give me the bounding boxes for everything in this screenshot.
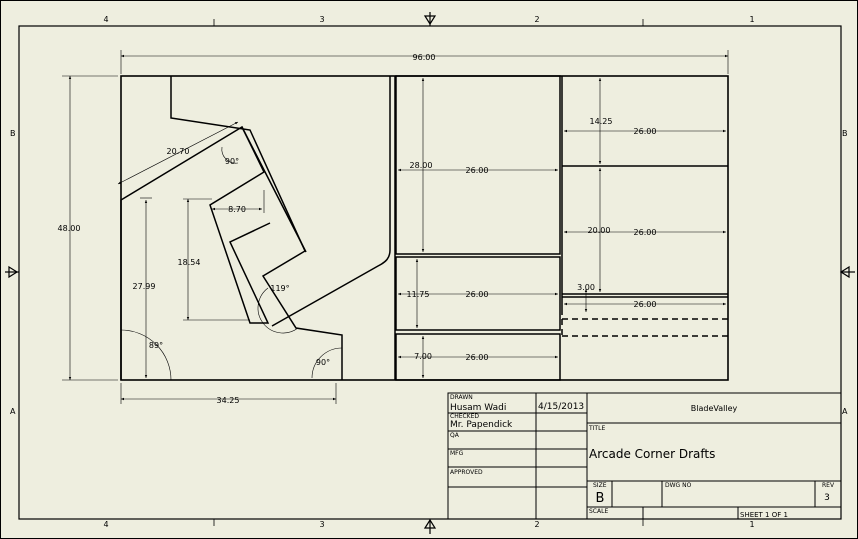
tb-rev-label: REV bbox=[822, 482, 835, 489]
dim-overall-width: 96.00 bbox=[413, 53, 436, 62]
dim-panel-c-width: 26.00 bbox=[466, 353, 489, 362]
tb-checked-by: Mr. Papendick bbox=[450, 420, 513, 430]
side-panel-profile bbox=[120, 76, 391, 380]
dim-panel-c-height: 7.00 bbox=[414, 352, 432, 361]
zone-label-bottom-2: 2 bbox=[534, 520, 539, 529]
tb-drawn-label: DRAWN bbox=[450, 394, 473, 401]
tb-dwg-no-label: DWG NO bbox=[665, 482, 692, 489]
tb-title: Arcade Corner Drafts bbox=[589, 447, 715, 461]
dim-angle-89: 89° bbox=[149, 341, 163, 350]
dim-panel-b-width: 26.00 bbox=[466, 290, 489, 299]
dim-strip-width: 26.00 bbox=[634, 300, 657, 309]
dim-angle-119: 119° bbox=[270, 284, 289, 293]
dim-panel-a-height: 28.00 bbox=[410, 161, 433, 170]
dim-strip-height: 3.00 bbox=[577, 283, 595, 292]
dim-panel-e-height: 20.00 bbox=[588, 226, 611, 235]
drawing-frame bbox=[18, 25, 842, 520]
tb-qa-label: QA bbox=[450, 432, 460, 439]
tb-mfg-label: MFG bbox=[450, 450, 464, 457]
dim-depth: 8.70 bbox=[228, 205, 246, 214]
dimension-lines bbox=[62, 50, 729, 404]
panel-divisions bbox=[394, 75, 728, 381]
zone-label-top-2: 2 bbox=[534, 15, 539, 24]
title-block bbox=[447, 392, 842, 520]
tb-size-label: SIZE bbox=[593, 482, 607, 489]
zone-label-top-3: 3 bbox=[319, 15, 324, 24]
tb-company: BladeValley bbox=[691, 404, 738, 413]
dim-panel-d-width: 26.00 bbox=[634, 127, 657, 136]
tb-drawn-by: Husam Wadi bbox=[450, 403, 506, 413]
zone-label-right-b: B bbox=[842, 129, 848, 138]
zone-label-bottom-1: 1 bbox=[749, 520, 754, 529]
dim-panel-e-width: 26.00 bbox=[634, 228, 657, 237]
zone-label-right-a: A bbox=[842, 407, 848, 416]
tb-sheet: SHEET 1 OF 1 bbox=[740, 511, 788, 519]
tb-rev: 3 bbox=[824, 493, 830, 503]
dim-angle-top: 90° bbox=[225, 157, 239, 166]
zone-label-left-a: A bbox=[10, 407, 16, 416]
dim-panel-a-width: 26.00 bbox=[466, 166, 489, 175]
dim-seat-back: 20.70 bbox=[167, 147, 190, 156]
centering-marks bbox=[5, 12, 855, 534]
zone-label-bottom-4: 4 bbox=[103, 520, 108, 529]
dim-panel-b-height: 11.75 bbox=[407, 290, 430, 299]
dim-base-width: 34.25 bbox=[217, 396, 240, 405]
tb-scale-label: SCALE bbox=[589, 508, 608, 515]
zone-label-left-b: B bbox=[10, 129, 16, 138]
dim-overall-height: 48.00 bbox=[58, 224, 81, 233]
tb-approved-label: APPROVED bbox=[450, 469, 483, 476]
zone-label-top-4: 4 bbox=[103, 15, 108, 24]
dashed-strip bbox=[561, 318, 728, 337]
zone-ticks bbox=[12, 19, 848, 526]
tb-size: B bbox=[596, 491, 605, 506]
tb-drawn-date: 4/15/2013 bbox=[538, 402, 584, 412]
dim-side-height: 27.99 bbox=[133, 282, 156, 291]
dim-angle-90: 90° bbox=[316, 358, 330, 367]
zone-label-top-1: 1 bbox=[749, 15, 754, 24]
dim-inner-height: 18.54 bbox=[178, 258, 201, 267]
tb-title-label: TITLE bbox=[588, 425, 605, 432]
dim-panel-d-height: 14.25 bbox=[590, 117, 613, 126]
zone-label-bottom-3: 3 bbox=[319, 520, 324, 529]
tb-checked-label: CHECKED bbox=[450, 413, 479, 420]
